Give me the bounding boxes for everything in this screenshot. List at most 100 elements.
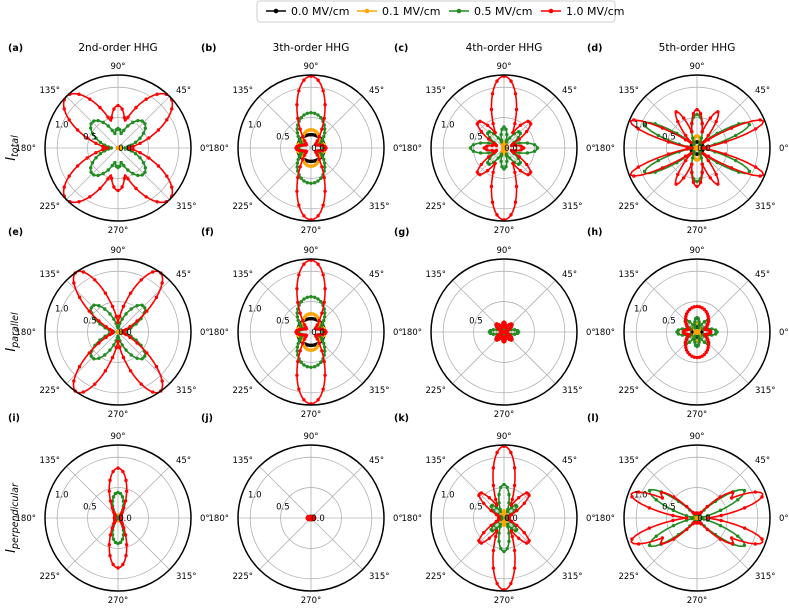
data-point — [322, 161, 327, 165]
data-point — [113, 160, 117, 165]
data-point — [118, 491, 123, 496]
data-point — [499, 140, 503, 144]
data-point — [489, 107, 494, 112]
series-markers — [116, 145, 123, 151]
data-point — [110, 163, 114, 168]
angle-tick-label: 180° — [209, 514, 229, 524]
data-point — [97, 319, 101, 323]
data-point — [700, 130, 704, 134]
data-point — [96, 118, 100, 123]
data-point — [302, 179, 306, 183]
data-point — [67, 118, 71, 122]
data-point — [312, 364, 317, 369]
angle-tick-label: 180° — [16, 328, 36, 338]
data-point — [299, 116, 303, 120]
data-point — [527, 538, 531, 543]
data-point — [138, 136, 142, 140]
data-point — [295, 165, 299, 169]
data-point — [718, 523, 723, 528]
data-point — [699, 337, 703, 341]
data-point — [156, 128, 161, 132]
data-point — [299, 300, 303, 304]
data-point — [505, 159, 509, 164]
legend-frame — [256, 0, 616, 23]
data-point — [297, 154, 302, 159]
data-point — [479, 491, 484, 495]
data-point — [510, 497, 514, 502]
data-point — [691, 180, 696, 184]
angle-tick-label: 225° — [40, 572, 60, 582]
data-point — [692, 355, 697, 359]
data-point — [316, 179, 320, 183]
series-markers — [494, 320, 514, 344]
data-point — [490, 148, 494, 153]
data-point — [505, 546, 509, 551]
data-point — [495, 581, 499, 586]
data-point — [519, 144, 523, 148]
angle-tick-label: 315° — [369, 202, 389, 212]
data-point — [522, 146, 526, 150]
data-point — [322, 300, 326, 305]
data-point — [502, 146, 507, 150]
angle-tick-label: 45° — [369, 270, 384, 280]
data-point — [758, 118, 762, 122]
data-point — [696, 330, 700, 334]
data-point — [690, 516, 694, 521]
data-point — [89, 306, 93, 310]
angle-tick-label: 180° — [209, 328, 229, 338]
data-point — [676, 172, 680, 177]
data-point — [114, 314, 119, 319]
data-point — [295, 311, 299, 315]
angle-tick-label: 315° — [755, 202, 775, 212]
angle-tick-label: 315° — [562, 202, 582, 212]
angle-tick-label: 45° — [176, 456, 191, 466]
data-point — [500, 127, 504, 131]
angle-tick-label: 135° — [426, 270, 446, 280]
data-point — [309, 181, 313, 185]
data-point — [676, 332, 681, 336]
data-point — [296, 157, 300, 162]
data-point — [297, 89, 301, 93]
data-point — [81, 270, 86, 274]
data-point — [674, 182, 678, 186]
angular-gridline — [310, 466, 363, 519]
data-point — [497, 531, 501, 535]
data-point — [113, 131, 117, 136]
data-point — [706, 317, 711, 321]
data-point — [713, 332, 718, 336]
data-point — [758, 174, 762, 178]
angle-tick-label: 90° — [689, 62, 704, 72]
data-point — [147, 136, 151, 140]
angle-tick-label: 45° — [369, 86, 384, 96]
angle-tick-label: 135° — [619, 456, 639, 466]
angle-tick-label: 90° — [496, 246, 511, 256]
data-point — [742, 488, 747, 493]
angular-gridline — [696, 331, 749, 384]
panel-label: (i) — [8, 413, 20, 424]
data-point — [494, 503, 499, 507]
radial-tick-label: 1.0 — [55, 305, 69, 315]
data-point — [126, 115, 130, 119]
data-point — [296, 341, 300, 346]
data-point — [129, 307, 133, 311]
data-point — [494, 497, 498, 502]
data-point — [525, 141, 530, 145]
angle-tick-label: 0° — [779, 328, 789, 338]
data-point — [505, 132, 509, 137]
angle-tick-label: 90° — [496, 62, 511, 72]
data-point — [706, 133, 711, 138]
angle-tick-label: 135° — [619, 86, 639, 96]
data-point — [113, 540, 118, 545]
angle-tick-label: 45° — [562, 86, 577, 96]
data-point — [93, 278, 97, 282]
data-point — [471, 143, 476, 147]
data-point — [504, 127, 508, 131]
data-point — [718, 537, 723, 541]
data-point — [532, 149, 537, 153]
data-point — [303, 337, 307, 341]
data-point — [305, 364, 310, 369]
data-point — [691, 510, 695, 514]
data-point — [683, 340, 688, 344]
data-point — [106, 177, 110, 181]
data-point — [305, 111, 310, 116]
